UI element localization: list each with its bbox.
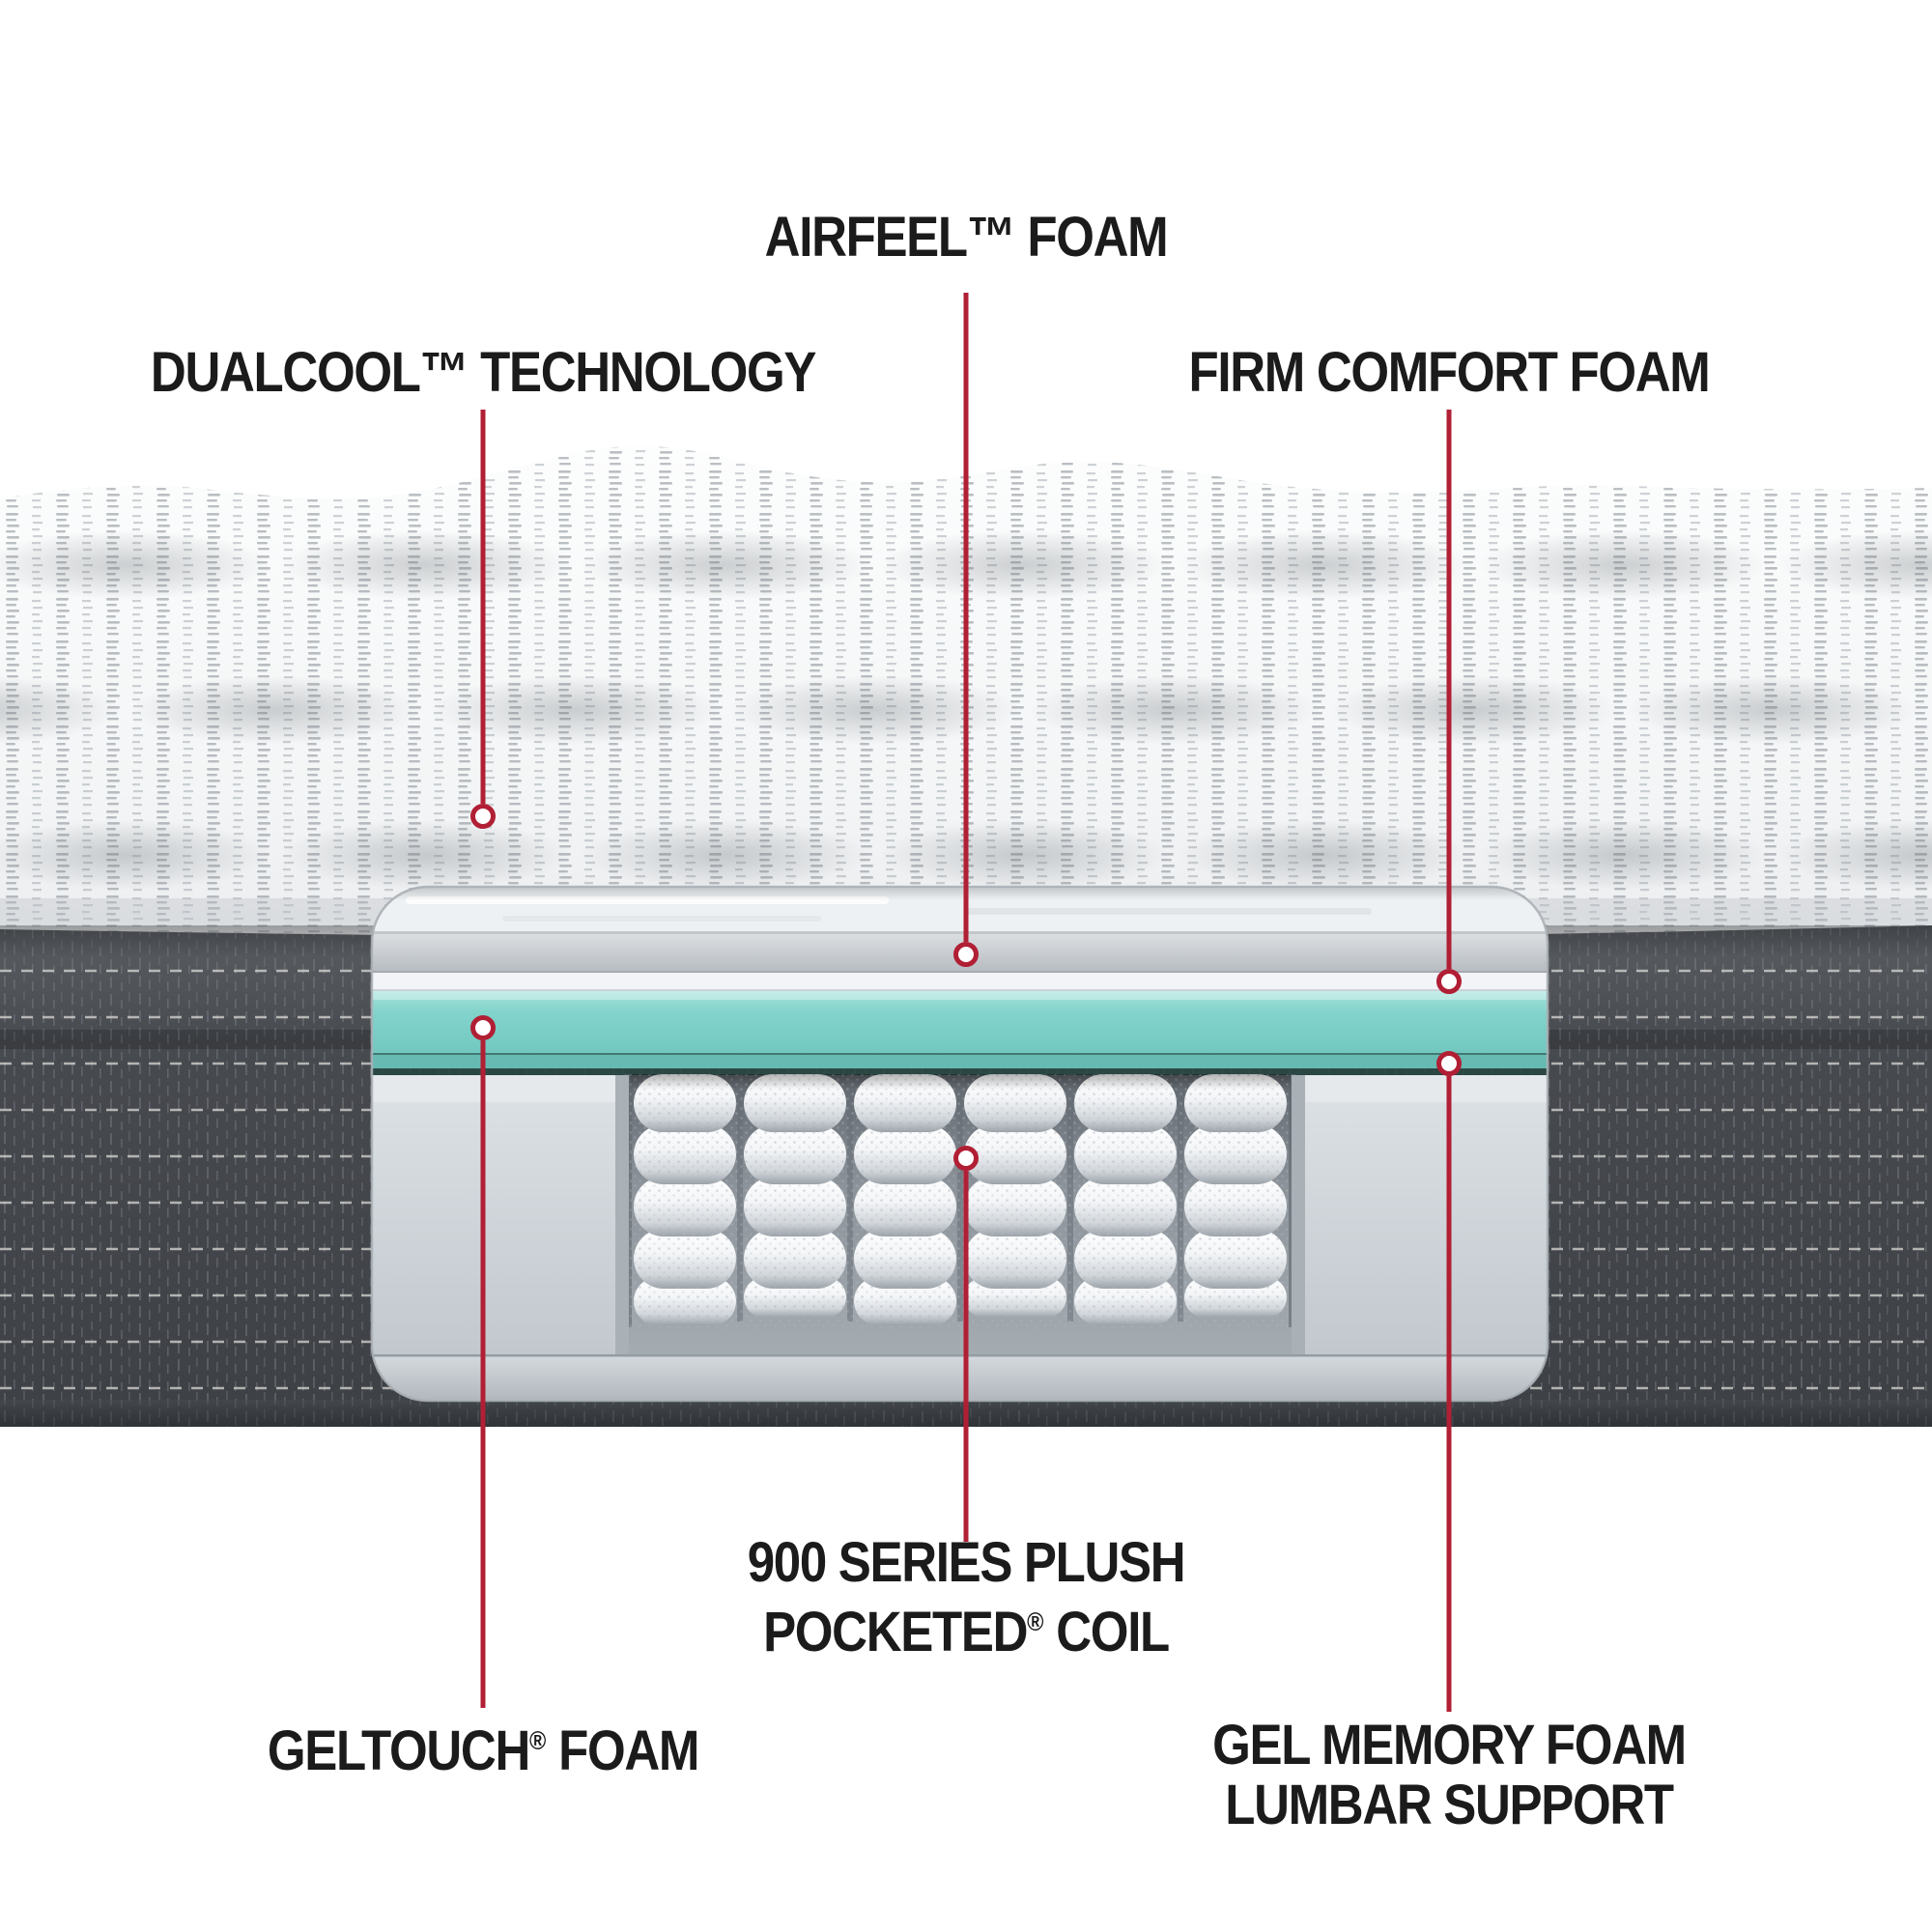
callout-marker-pocketed-coil (953, 1146, 979, 1171)
callout-line-geltouch (480, 1040, 486, 1708)
cutaway-section (370, 885, 1549, 1403)
firm-comfort-foam-layer (372, 973, 1548, 991)
callout-line-pocketed-coil (963, 1171, 969, 1542)
pocketed-coils (624, 1074, 1296, 1327)
callout-line-gel-memory (1446, 1076, 1452, 1712)
callout-marker-airfeel (953, 942, 979, 967)
callout-marker-dualcool (470, 804, 496, 829)
label-airfeel-foam: AIRFEEL™ FOAM (764, 206, 1169, 269)
geltouch-foam-layer (372, 991, 1548, 1053)
callout-line-airfeel (963, 293, 969, 942)
label-pocketed-coil: 900 SERIES PLUSH POCKETED® COIL (747, 1530, 1186, 1664)
label-gel-memory-foam: GEL MEMORY FOAM LUMBAR SUPPORT (1212, 1714, 1687, 1836)
callout-marker-geltouch (470, 1015, 496, 1040)
callout-line-firm-comfort (1446, 410, 1452, 969)
callout-line-dualcool (480, 410, 486, 804)
callout-marker-gel-memory (1436, 1051, 1462, 1076)
label-geltouch-foam: GELTOUCH® FOAM (267, 1719, 700, 1783)
foam-encasement-right (1292, 1075, 1548, 1354)
label-firm-comfort-foam: FIRM COMFORT FOAM (1188, 341, 1711, 404)
base-foam-rail (372, 1354, 1548, 1401)
foam-encasement-left (372, 1075, 629, 1354)
callout-marker-firm-comfort (1436, 969, 1462, 994)
label-dualcool-technology: DUALCOOL™ TECHNOLOGY (150, 341, 816, 404)
